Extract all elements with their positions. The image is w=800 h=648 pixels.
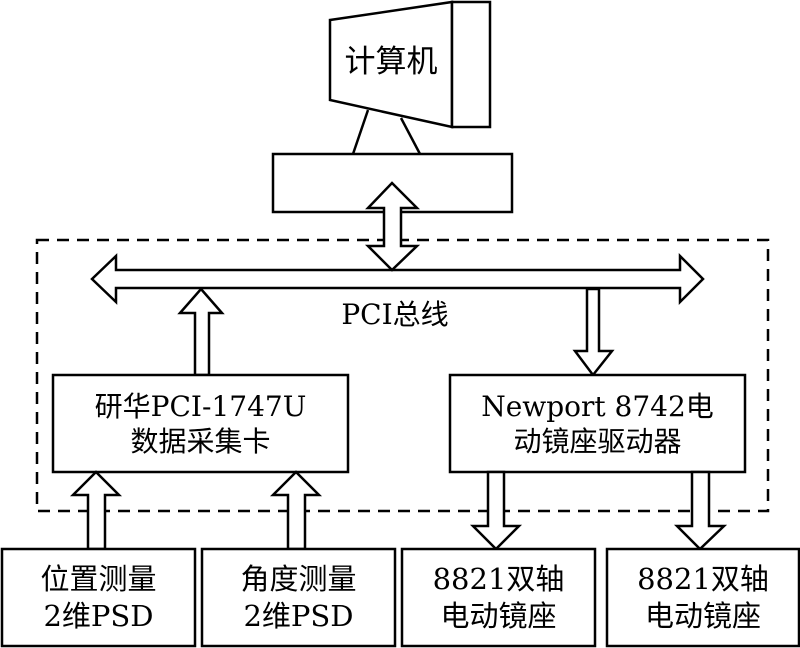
- computer-bus-arrow: [364, 181, 421, 272]
- mount1-down-arrow: [469, 470, 523, 551]
- monitor-stand-right: [399, 117, 422, 155]
- driver-line1: Newport 8742电: [481, 389, 714, 423]
- mount-1-box: [400, 547, 597, 648]
- mount-2-line2: 电动镜座: [644, 598, 761, 633]
- daq-to-bus-arrow-shape: [0, 0, 201, 313]
- sensor-angle-box: [200, 547, 397, 648]
- pci-bus-arrow: [90, 252, 705, 306]
- monitor-side: [450, 0, 492, 129]
- computer-monitor-icon: [328, 0, 492, 155]
- sensor-angle-line1: 角度测量: [240, 562, 357, 597]
- daq-card-line1: 研华PCI-1747U: [94, 389, 307, 423]
- sensor-position-box: [0, 547, 197, 648]
- bus-to-driver-arrow: [572, 287, 615, 378]
- sensor-angle-label: 角度测量 2维PSD: [202, 549, 395, 646]
- mount-2-label: 8821双轴 电动镜座: [607, 549, 799, 646]
- daq-to-bus-arrow: [0, 0, 201, 313]
- mount-2-box: [605, 547, 800, 648]
- monitor-stand-left: [351, 109, 370, 155]
- mount-1-line2: 电动镜座: [440, 598, 557, 633]
- sensor-position-label: 位置测量 2维PSD: [2, 549, 195, 646]
- driver-label: Newport 8742电 动镜座驱动器: [450, 375, 745, 472]
- mount-1-label: 8821双轴 电动镜座: [402, 549, 595, 646]
- sensor-position-line2: 2维PSD: [43, 598, 154, 633]
- mount-2-line1: 8821双轴: [637, 562, 769, 597]
- mount-1-line1: 8821双轴: [432, 562, 565, 597]
- driver-line2: 动镜座驱动器: [513, 424, 682, 458]
- daq-card-label: 研华PCI-1747U 数据采集卡: [53, 375, 348, 472]
- mount2-down-arrow: [673, 470, 728, 551]
- computer-label: 计算机: [344, 44, 438, 80]
- sensor-angle-line2: 2维PSD: [243, 598, 354, 633]
- pc-enclosure-dashed: [35, 238, 770, 513]
- sensor-position-line1: 位置测量: [40, 562, 157, 597]
- driver-box: [448, 373, 747, 474]
- daq-card-box: [51, 373, 350, 474]
- daq-up-arrow: [177, 287, 225, 377]
- daq-card-line2: 数据采集卡: [130, 424, 271, 458]
- pci-bus-label: PCI总线: [341, 298, 449, 331]
